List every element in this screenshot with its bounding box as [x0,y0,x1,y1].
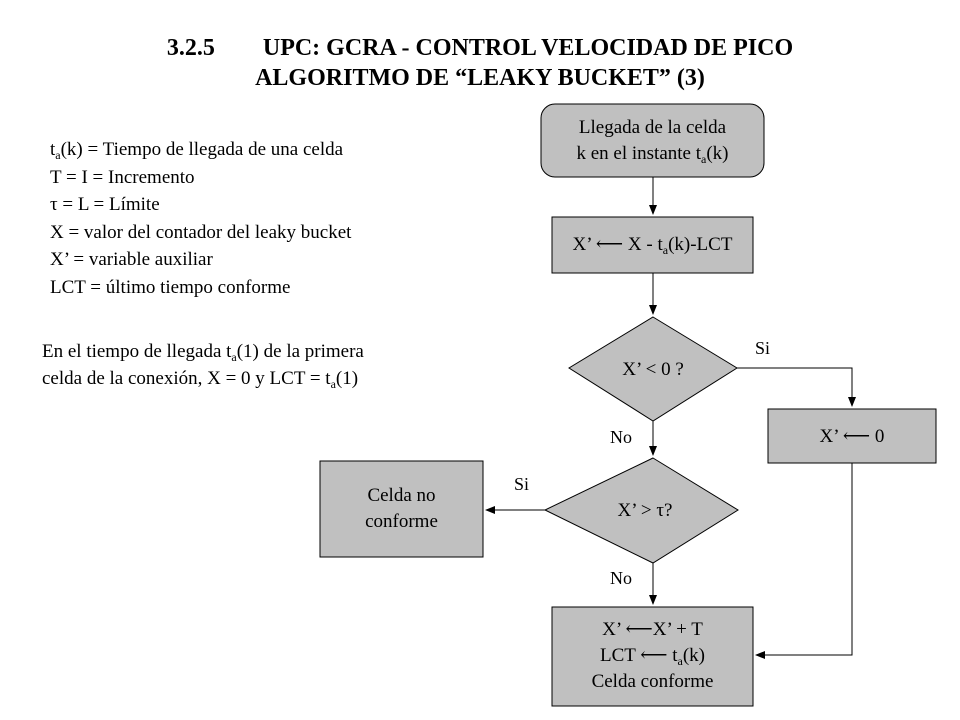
decision2-label: X’ > τ? [617,500,673,521]
update-node [551,606,754,707]
def-ta: ta(k) = Tiempo de llegada de una celda [50,139,344,162]
compute-node-label: X’ ⟵ X - ta(k)-LCT [572,234,733,257]
def-X: X = valor del contador del leaky bucket [50,221,352,243]
def-T: T = I = Incremento [50,166,195,188]
edge-reset-update [755,463,853,659]
def-LCT: LCT = último tiempo conforme [50,276,291,298]
section-number: 3.2.5 [166,35,215,61]
decision1-no-label: No [610,427,632,447]
note-line2: celda de la conexión, X = 0 y LCT = ta(1… [42,368,359,391]
decision1-label: X’ < 0 ? [622,359,684,380]
initial-condition-note: En el tiempo de llegada ta(1) de la prim… [42,338,364,392]
def-Xp: X’ = variable auxiliar [50,249,213,270]
note-line1: En el tiempo de llegada ta(1) de la prim… [42,341,364,364]
nonconform-node-label: Celda no conforme [365,485,438,532]
decision1-yes-label: Si [755,338,771,358]
nonconform-node [319,460,484,558]
reset-node-label: X’ ⟵ 0 [819,426,885,447]
start-node-label: Llegada de la celda k en el instante ta(… [576,117,729,166]
update-node-label: X’ ⟵X’ + T LCT ⟵ ta(k) Celda conforme [591,619,714,692]
title-text-line1: UPC: GCRA - CONTROL VELOCIDAD DE PICO [262,35,794,61]
decision2-yes-label: Si [514,474,530,494]
edge-decision1-reset [737,367,856,407]
decision2-no-label: No [610,568,632,588]
compute-node [551,216,754,274]
def-tau: τ = L = Límite [50,194,160,215]
definitions-list: ta(k) = Tiempo de llegada de una celda T… [50,136,351,301]
page-title-line2: ALGORITMO DE “LEAKY BUCKET” (3) [255,65,705,91]
page-title-line1: 3.2.5 UPC: GCRA - CONTROL VELOCIDAD DE PI… [0,33,960,63]
